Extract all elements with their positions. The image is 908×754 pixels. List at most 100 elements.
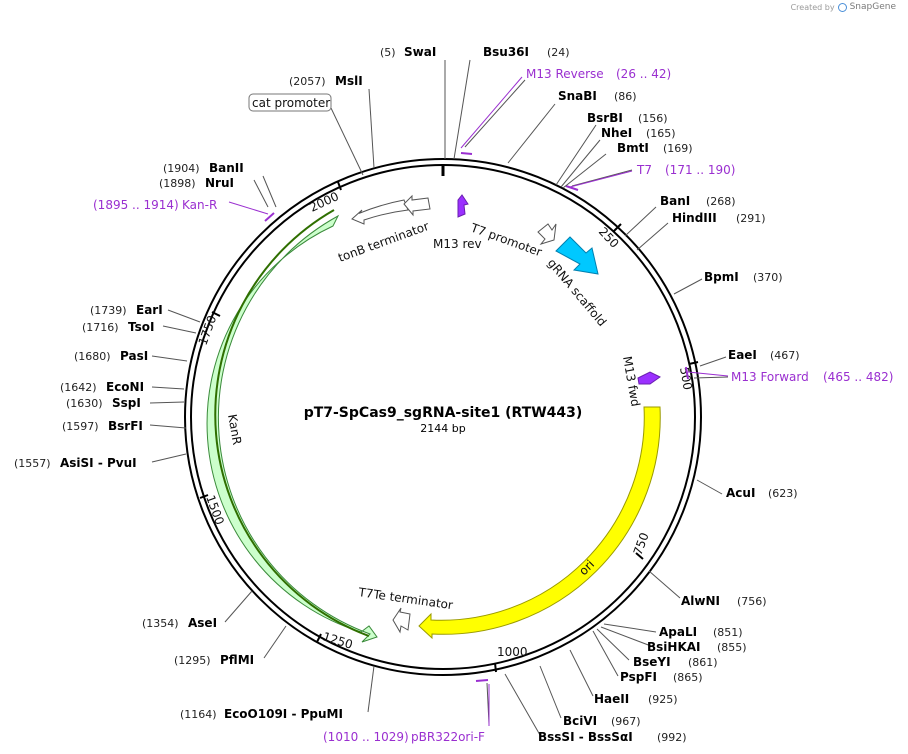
- plasmid-name: pT7-SpCas9_sgRNA-site1 (RTW443): [304, 405, 583, 421]
- created-by-label: Created by: [790, 2, 835, 12]
- t7te-terminator-label: T7Te terminator: [357, 585, 454, 612]
- kanr-outline-arc: [214, 209, 370, 637]
- enzyme-pos-bcivi: (967): [611, 715, 641, 728]
- enzyme-pos-nhei: (165): [646, 127, 676, 140]
- backbone-outer-ring: [184, 158, 702, 676]
- kanr-feature[interactable]: [206, 214, 378, 643]
- enzyme-hindiii[interactable]: HindIII: [672, 211, 717, 225]
- t7-promoter-feature[interactable]: [537, 223, 557, 245]
- tonb-terminator-arrow-2[interactable]: [403, 194, 431, 217]
- enzyme-pos-haeii: (925): [648, 693, 678, 706]
- tick-label-1250: 1250: [321, 629, 354, 651]
- enzyme-eari[interactable]: EarI: [136, 303, 163, 317]
- enzyme-pos-bsssi: (992): [657, 731, 687, 744]
- cat-promoter-callout[interactable]: cat promoter: [248, 93, 332, 112]
- enzyme-pos-ecoo109i: (1164): [180, 708, 217, 721]
- enzyme-pos-bsu36i: (24): [547, 46, 570, 59]
- enzyme-nrui[interactable]: NruI: [205, 176, 234, 190]
- enzyme-pos-msli: (2057): [289, 75, 326, 88]
- primer-pbr322ori-f[interactable]: pBR322ori-F: [411, 730, 485, 744]
- enzyme-ecoo109i[interactable]: EcoO109I - PpuMI: [224, 707, 343, 721]
- enzyme-bsrfi[interactable]: BsrFI: [108, 419, 143, 433]
- enzyme-sspi[interactable]: SspI: [112, 396, 141, 410]
- primer-t7[interactable]: T7: [636, 163, 652, 177]
- enzyme-pos-bani: (268): [706, 195, 736, 208]
- enzyme-labels: (5) SwaI Bsu36I (24) SnaBI (86) BsrBI (1…: [14, 45, 800, 744]
- tick-1250: 1250: [316, 629, 354, 652]
- enzyme-pasi[interactable]: PasI: [120, 349, 148, 363]
- enzyme-pos-bsrfi: (1597): [62, 420, 99, 433]
- tonb-terminator-label: tonB terminator: [336, 219, 431, 265]
- enzyme-nhei[interactable]: NheI: [601, 126, 632, 140]
- enzyme-pos-sspi: (1630): [66, 397, 103, 410]
- tick-1000: 1000: [494, 645, 528, 673]
- plasmid-size: 2144 bp: [420, 422, 465, 435]
- enzyme-pos-pasi: (1680): [74, 350, 111, 363]
- enzyme-msli[interactable]: MslI: [335, 74, 363, 88]
- tick-label-2000: 2000: [307, 189, 341, 215]
- enzyme-bani[interactable]: BanI: [660, 194, 690, 208]
- enzyme-bcivi[interactable]: BciVI: [563, 714, 597, 728]
- tick-label-1750: 1750: [196, 314, 220, 347]
- enzyme-bsssi[interactable]: BssSI - BssSαI: [538, 730, 633, 744]
- primer-m13-reverse[interactable]: M13 Reverse: [526, 67, 604, 81]
- enzyme-pos-bpmi: (370): [753, 271, 783, 284]
- primer-bar-m13-reverse: [460, 152, 473, 155]
- enzyme-pos-eari: (1739): [90, 304, 127, 317]
- t7te-terminator-feature[interactable]: [392, 607, 411, 634]
- m13-fwd-feature[interactable]: [637, 371, 661, 385]
- enzyme-bsu36i[interactable]: Bsu36I: [483, 45, 529, 59]
- primer-m13-forward[interactable]: M13 Forward: [731, 370, 809, 384]
- primer-bar-kan-r: [264, 212, 275, 222]
- enzyme-pos-econi: (1642): [60, 381, 97, 394]
- enzyme-asisi[interactable]: AsiSI - PvuI: [60, 456, 137, 470]
- primer-range-t7: (171 .. 190): [665, 163, 735, 177]
- enzyme-pos-hindiii: (291): [736, 212, 766, 225]
- m13-rev-label: M13 rev: [433, 237, 482, 251]
- enzyme-econi[interactable]: EcoNI: [106, 380, 144, 394]
- enzyme-pos-apali: (851): [713, 626, 743, 639]
- enzyme-pflmi[interactable]: PflMI: [220, 653, 254, 667]
- enzyme-bsihkai[interactable]: BsiHKAI: [647, 640, 701, 654]
- enzyme-bseyi[interactable]: BseYI: [633, 655, 671, 669]
- enzyme-pos-snabi: (86): [614, 90, 637, 103]
- enzyme-pos-bmti: (169): [663, 142, 693, 155]
- primer-kan-r[interactable]: Kan-R: [182, 198, 217, 212]
- enzyme-snabi[interactable]: SnaBI: [558, 89, 597, 103]
- primer-range-m13-reverse: (26 .. 42): [616, 67, 671, 81]
- tick-750: 750: [631, 531, 652, 560]
- enzyme-apali[interactable]: ApaLI: [659, 625, 697, 639]
- enzyme-pos-bseyi: (861): [688, 656, 718, 669]
- enzyme-asei[interactable]: AseI: [188, 616, 217, 630]
- grna-scaffold-feature[interactable]: [555, 236, 599, 275]
- enzyme-pos-swai: (5): [380, 46, 396, 59]
- enzyme-alwni[interactable]: AlwNI: [681, 594, 720, 608]
- enzyme-acui[interactable]: AcuI: [726, 486, 755, 500]
- cat-promoter-box: [248, 93, 332, 112]
- primer-callout-lines: [228, 76, 729, 726]
- enzyme-pos-eaei: (467): [770, 349, 800, 362]
- enzyme-pos-alwni: (756): [737, 595, 767, 608]
- enzyme-banii[interactable]: BanII: [209, 161, 244, 175]
- enzyme-bpmi[interactable]: BpmI: [704, 270, 739, 284]
- enzyme-bmti[interactable]: BmtI: [617, 141, 649, 155]
- kanr-label: KanR: [225, 413, 244, 446]
- enzyme-eaei[interactable]: EaeI: [728, 348, 757, 362]
- primer-range-kan-r: (1895 .. 1914): [93, 198, 179, 212]
- enzyme-bsrbi[interactable]: BsrBI: [587, 111, 623, 125]
- primer-bar-t7: [565, 185, 579, 191]
- enzyme-haeii[interactable]: HaeII: [594, 692, 629, 706]
- tonb-terminator-arrow-1[interactable]: [351, 199, 409, 225]
- enzyme-tsoi[interactable]: TsoI: [128, 320, 154, 334]
- enzyme-swai[interactable]: SwaI: [404, 45, 436, 59]
- primer-bar-pbr322ori-f: [475, 679, 489, 682]
- m13-rev-feature[interactable]: [457, 194, 469, 218]
- ori-feature[interactable]: [418, 406, 661, 640]
- enzyme-pos-banii: (1904): [163, 162, 200, 175]
- tick-label-1000: 1000: [497, 645, 528, 659]
- primer-range-pbr322ori-f: (1010 .. 1029): [323, 730, 409, 744]
- enzyme-pos-asisi: (1557): [14, 457, 51, 470]
- primer-labels: M13 Reverse (26 .. 42) T7 (171 .. 190) M…: [93, 67, 893, 744]
- enzyme-pspfi[interactable]: PspFI: [620, 670, 657, 684]
